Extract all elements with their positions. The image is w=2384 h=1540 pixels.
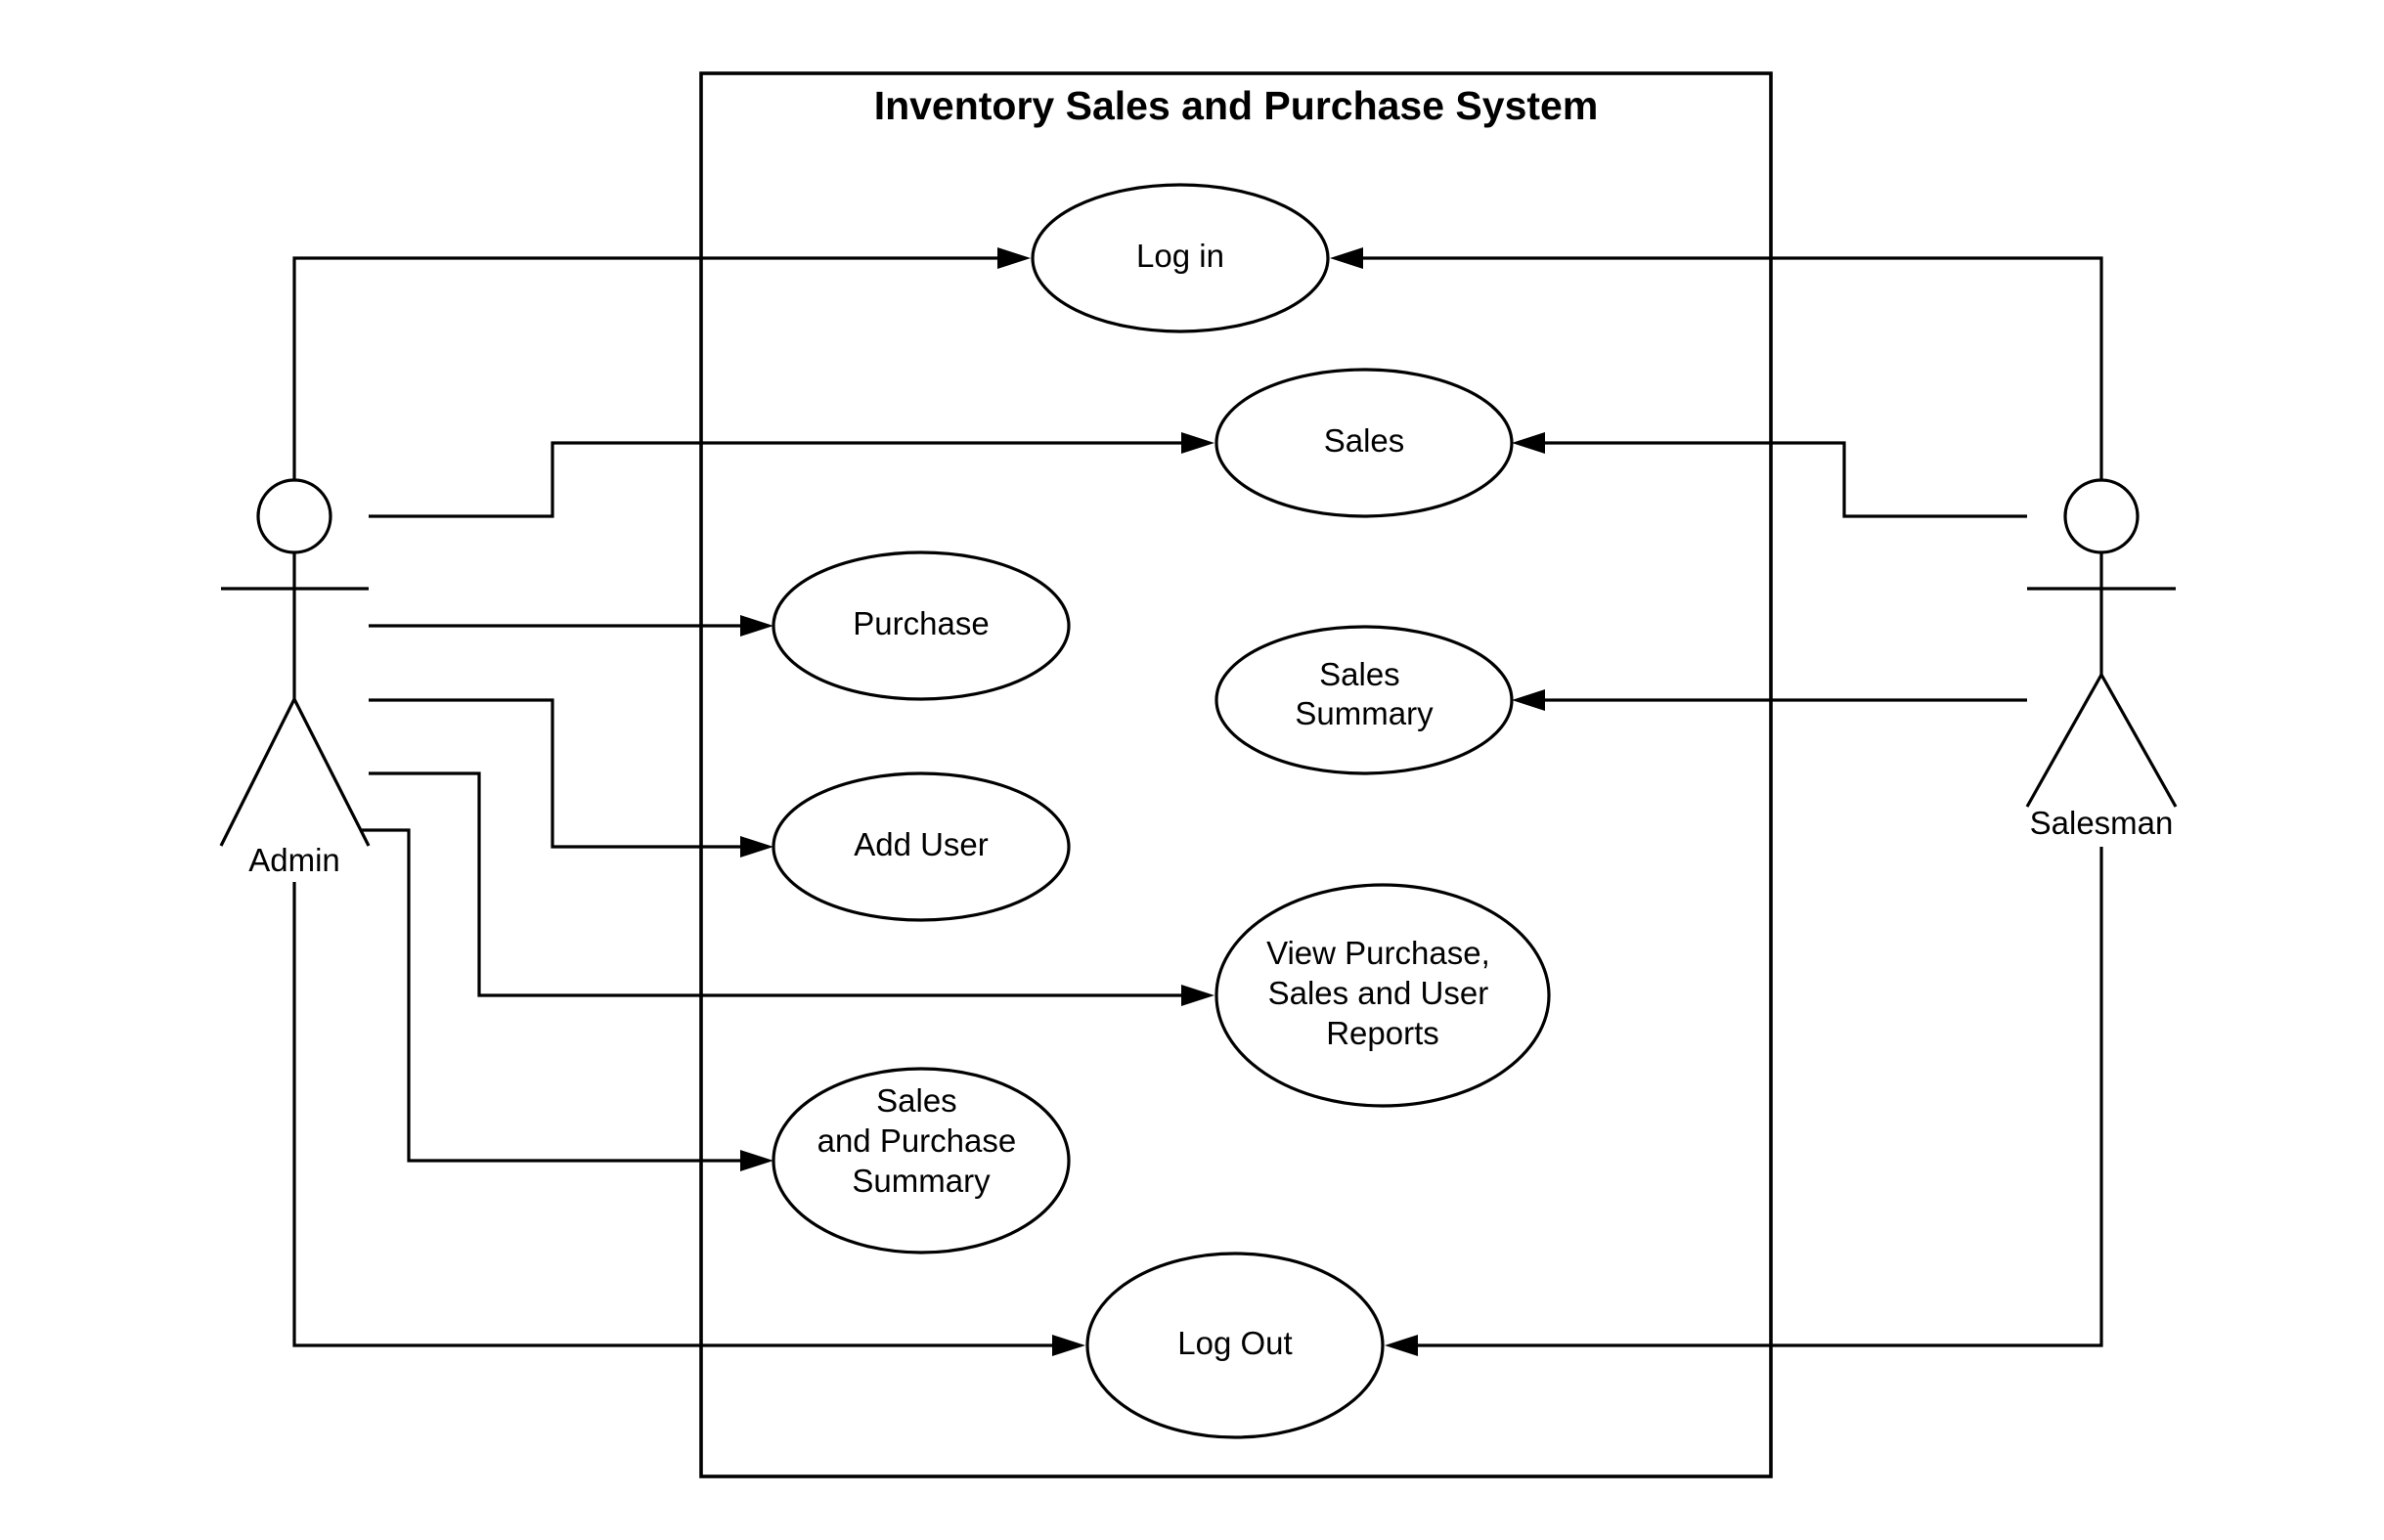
arrowhead-icon <box>1330 247 1363 269</box>
arrowhead-icon <box>740 615 773 637</box>
use-case-login[interactable]: Log in <box>1031 183 1330 333</box>
arrowhead-icon <box>1181 985 1214 1006</box>
admin-actor[interactable] <box>219 478 371 847</box>
associations <box>292 247 2103 1356</box>
arrowhead-icon <box>1512 689 1545 711</box>
use-case-sales-summary[interactable]: Sales Summary <box>1214 625 1514 775</box>
salesman-login-association <box>1340 256 2103 480</box>
salesman-sales-association <box>1522 441 2027 518</box>
use-case-shape <box>772 771 1071 922</box>
use-case-sales[interactable]: Sales <box>1214 368 1514 518</box>
use-case-view-reports[interactable]: View Purchase, Sales and User Reports <box>1214 883 1551 1108</box>
admin-head <box>256 478 332 554</box>
use-case-shape <box>1214 625 1514 775</box>
admin-sales-association <box>369 441 1205 518</box>
salesman-right-leg <box>2099 674 2178 808</box>
use-case-shape <box>1214 883 1551 1108</box>
use-case-label: Purchase <box>853 605 989 641</box>
use-case-shape <box>1031 183 1330 333</box>
admin-view-reports-association <box>369 771 1205 997</box>
admin-right-leg <box>292 698 371 847</box>
admin-logout-association <box>292 882 1076 1347</box>
admin-left-leg <box>219 698 296 847</box>
use-case-sales-purchase-summary[interactable]: Sales and Purchase Summary <box>772 1067 1071 1254</box>
use-case-label: View Purchase, Sales and User Reports <box>1266 935 1499 1051</box>
system-title: Inventory Sales and Purchase System <box>874 83 1599 128</box>
use-case-label: Sales and Purchase Summary <box>817 1082 1026 1199</box>
arrowhead-icon <box>1512 432 1545 454</box>
system-boundary <box>699 71 1773 1478</box>
admin-login-association <box>292 256 1021 480</box>
use-case-label: Sales Summary <box>1295 656 1434 731</box>
use-case-purchase[interactable]: Purchase <box>772 550 1071 701</box>
salesman-left-leg <box>2025 674 2103 808</box>
arrowhead-icon <box>1052 1335 1085 1356</box>
use-case-shape <box>1214 368 1514 518</box>
use-case-shape <box>772 1067 1071 1254</box>
use-case-shape <box>772 550 1071 701</box>
salesman-logout-association <box>1394 847 2103 1347</box>
use-case-label: Sales <box>1324 422 1405 459</box>
arrowhead-icon <box>1385 1335 1418 1356</box>
admin-label: Admin <box>248 842 340 878</box>
admin-sales-purchase-summary-association <box>362 828 764 1163</box>
salesman-actor[interactable] <box>2025 478 2178 808</box>
arrowhead-icon <box>997 247 1031 269</box>
salesman-label: Salesman <box>2030 805 2174 841</box>
use-case-add-user[interactable]: Add User <box>772 771 1071 922</box>
use-case-logout[interactable]: Log Out <box>1085 1252 1385 1439</box>
use-case-label: Add User <box>854 826 989 862</box>
use-case-shape <box>1085 1252 1385 1439</box>
arrowhead-icon <box>740 836 773 858</box>
use-case-label: Log Out <box>1177 1325 1292 1361</box>
admin-add-user-association <box>369 698 764 849</box>
salesman-head <box>2063 478 2140 554</box>
arrowhead-icon <box>1181 432 1214 454</box>
use-case-label: Log in <box>1136 238 1224 274</box>
arrowhead-icon <box>740 1150 773 1171</box>
